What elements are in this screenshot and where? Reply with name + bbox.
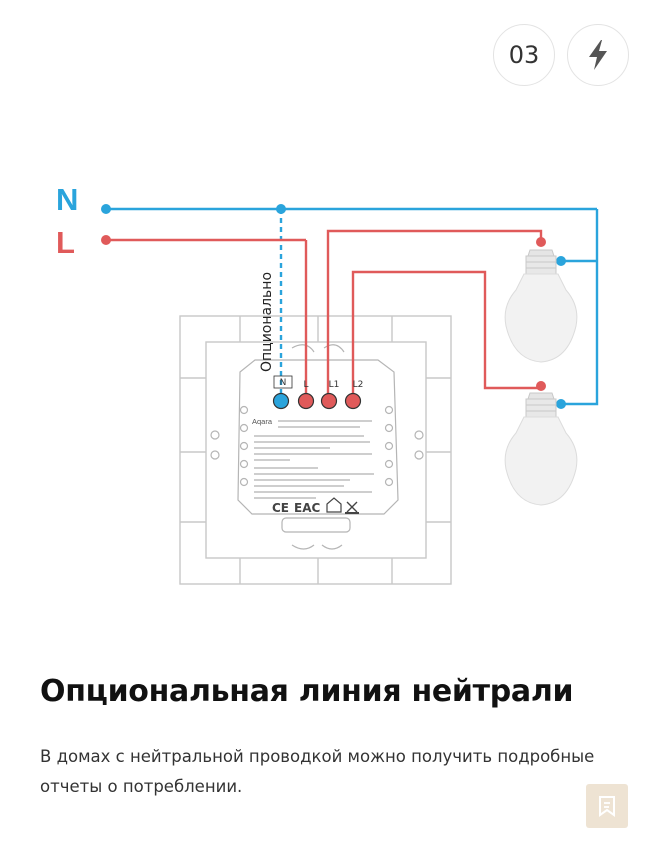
section-title: Опциональная линия нейтрали bbox=[40, 674, 574, 709]
terminal-N-label: N bbox=[280, 378, 287, 388]
spec-text-lines bbox=[254, 420, 374, 499]
step-number: 03 bbox=[508, 41, 540, 69]
svg-text:EAC: EAC bbox=[294, 501, 320, 515]
switch-terminals bbox=[272, 392, 362, 410]
bookmark-icon bbox=[599, 796, 615, 817]
svg-text:CE: CE bbox=[272, 501, 289, 515]
light-bulb-icon bbox=[504, 392, 578, 506]
bookmark-button[interactable] bbox=[586, 784, 628, 828]
power-badge bbox=[567, 24, 629, 86]
terminal-L1-label: L1 bbox=[329, 380, 340, 390]
lightning-bolt-icon bbox=[589, 40, 607, 70]
neutral-terminal-label: N bbox=[56, 182, 78, 217]
certification-marks: CE EAC bbox=[272, 497, 359, 515]
terminal-L-label: L bbox=[303, 380, 308, 390]
step-number-badge: 03 bbox=[493, 24, 555, 86]
switch-body bbox=[179, 315, 452, 585]
brand-label: Aqara bbox=[252, 417, 273, 426]
optional-label: Опционально bbox=[259, 272, 275, 372]
switch-module bbox=[210, 344, 424, 550]
junction-dots bbox=[101, 204, 566, 409]
section-description: В домах с нейтральной проводкой можно по… bbox=[40, 747, 595, 796]
terminal-L2-label: L2 bbox=[353, 380, 364, 390]
wiring-diagram: N L bbox=[56, 182, 599, 585]
live-terminal-label: L bbox=[56, 225, 75, 260]
light-bulb-icon bbox=[504, 249, 578, 363]
live-wires bbox=[106, 229, 543, 398]
